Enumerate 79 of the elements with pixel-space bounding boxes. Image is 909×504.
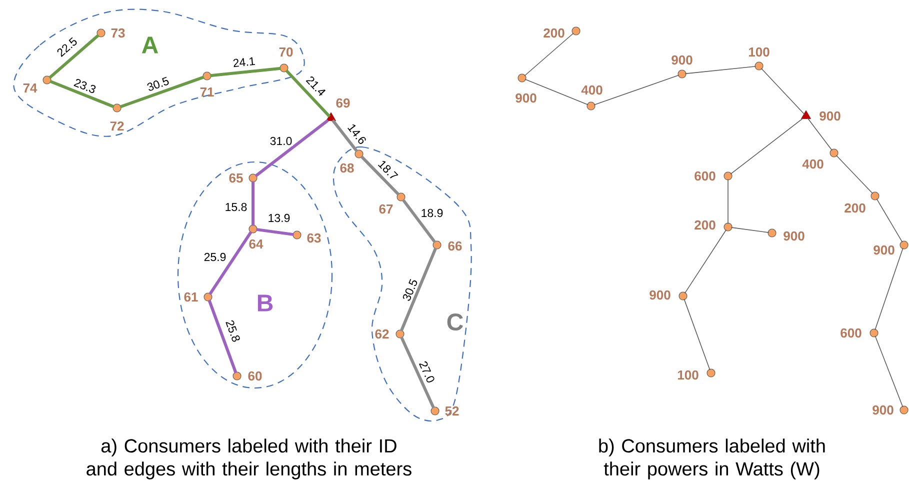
cable-line [684,229,727,294]
panel-caption: b) Consumers labeled with their powers in Watts (W) [599,438,825,480]
edge-label: 18.9 [420,208,444,218]
node-label: 200 [544,28,564,38]
node-label: 72 [110,121,124,131]
cable-line [684,66,756,74]
node-label: 62 [375,329,389,339]
edge-label: 27.0 [418,359,436,385]
cable-line [524,32,574,76]
node-label: 73 [111,28,125,38]
cable-line [120,76,204,108]
cable-line [400,247,438,332]
node-label: 100 [748,47,770,57]
cable-line [684,298,710,370]
cable-line [730,227,770,233]
node-label: 900 [784,231,804,241]
cable-line [760,68,805,115]
node-label: 900 [650,290,670,300]
node-label: 400 [802,159,824,169]
node-label: 400 [581,85,602,95]
node-label: 61 [184,292,198,302]
cable-line [210,66,281,78]
cable-line [524,78,588,106]
cable-line [807,118,832,151]
group-letter: B [258,294,273,312]
edge-label: 13.9 [267,213,291,223]
edge-label: 14.6 [346,122,368,146]
node-label: 200 [844,203,866,213]
node-label: 66 [448,241,462,251]
group-letter: A [142,36,158,54]
node-label: 67 [379,204,393,214]
cable-line [594,74,680,106]
edge-label: 23.3 [72,77,98,95]
edge-label: 21.4 [304,74,328,98]
node-label: 74 [23,84,38,92]
cable-line [730,118,804,174]
cable-line [332,119,358,152]
cable-line [836,154,874,194]
cable-line [208,230,252,296]
node-label: 63 [307,233,321,243]
cable-line [49,80,115,108]
edge-label: 25.9 [203,252,227,262]
group-letter: C [447,314,464,330]
node-label: 70 [279,47,293,57]
node-label: 900 [874,245,894,255]
node-label: 69 [336,98,350,108]
cable-line [874,248,904,330]
cable-line [256,228,294,236]
node-label: 68 [340,163,354,173]
node-label: 100 [678,370,698,380]
edge-label: 30.5 [145,75,171,93]
cable-line [252,181,254,226]
cable-line [208,300,238,374]
node-label: 52 [445,406,459,416]
cable-line [285,69,331,118]
node-label: 600 [694,171,716,181]
edge-label: 25.8 [224,318,242,344]
edge-label: 24.1 [232,56,256,68]
node-label: 900 [516,93,536,103]
edge-label: 30.5 [400,277,420,303]
cable-line [874,336,904,408]
cable-line [254,119,329,178]
cable-line [360,155,400,196]
node-label: 900 [672,55,692,65]
node-label: 60 [248,371,262,381]
cable-line [48,34,100,79]
cable-line [876,198,903,243]
edge-label: 31.0 [269,136,293,146]
edge-label: 18.7 [376,158,400,182]
node-label: 64 [249,239,264,249]
node-label: 900 [872,405,894,415]
cable-line [402,198,436,244]
node-label: 65 [229,173,243,183]
edge-label: 15.8 [224,202,248,212]
node-label: 600 [840,328,862,338]
node-label: 900 [820,111,840,121]
node-label: 200 [694,220,716,230]
node-label: 71 [200,88,214,96]
panel-caption: a) Consumers labeled with their ID and edges with their lengths in meters [86,438,412,480]
